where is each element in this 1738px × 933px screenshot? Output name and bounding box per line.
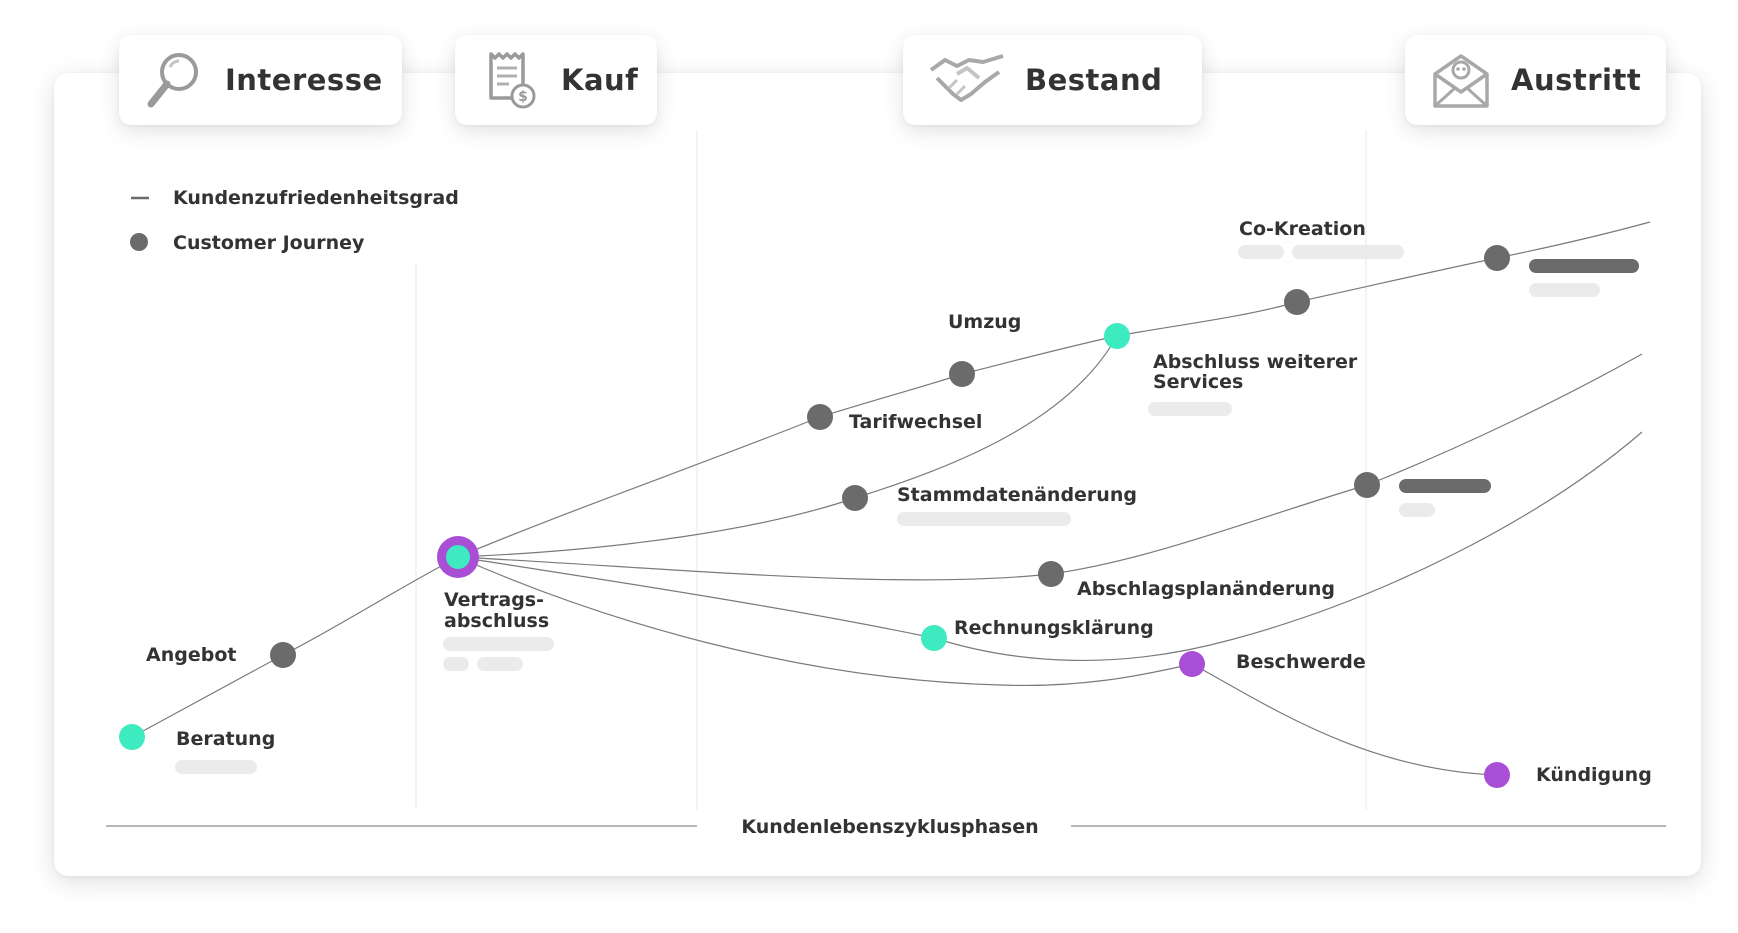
placeholder-bar-dark xyxy=(1529,259,1639,273)
node-abschluss-services xyxy=(1104,323,1130,349)
label-rechnungsklaerung: Rechnungsklärung xyxy=(954,617,1154,639)
legend-journey-label: Customer Journey xyxy=(173,232,365,254)
placeholder-bar xyxy=(1292,245,1404,259)
placeholder-bar xyxy=(1238,245,1284,259)
handshake-icon xyxy=(929,54,1004,102)
node-tarifwechsel xyxy=(807,404,833,430)
label-kuendigung: Kündigung xyxy=(1536,764,1652,786)
phase-label: Interesse xyxy=(225,63,383,97)
curve-vertrag-rechnung xyxy=(457,431,1643,662)
node-co-kreation xyxy=(1284,289,1310,315)
curve-beratung-angebot xyxy=(131,654,284,738)
node-beschwerde xyxy=(1179,651,1205,677)
phase-tab-interesse: Interesse xyxy=(119,35,402,125)
diagram-card xyxy=(54,73,1701,876)
curve-services-cokreation xyxy=(1116,221,1651,337)
phase-tab-kauf: $ Kauf xyxy=(455,35,657,125)
legend-satisfaction-label: Kundenzufriedenheitsgrad xyxy=(173,187,459,209)
node-top-right xyxy=(1484,245,1510,271)
node-angebot xyxy=(270,642,296,668)
placeholder-bar xyxy=(1148,402,1232,416)
curve-angebot-vertrag xyxy=(282,556,459,656)
phase-label: Kauf xyxy=(561,63,639,97)
placeholder-bar-dark xyxy=(1399,479,1491,493)
curve-umzug-services xyxy=(961,335,1118,375)
placeholder-bar xyxy=(1529,283,1600,297)
node-kuendigung xyxy=(1484,762,1510,788)
label-stammdatenaenderung: Stammdatenänderung xyxy=(897,484,1137,506)
node-umzug xyxy=(949,361,975,387)
node-beratung xyxy=(119,724,145,750)
placeholder-bar xyxy=(477,657,523,671)
label-abschluss-services-line2: Services xyxy=(1153,371,1243,393)
receipt-icon: $ xyxy=(489,52,536,109)
node-stammdatenaenderung xyxy=(842,485,868,511)
label-umzug: Umzug xyxy=(948,311,1021,333)
envelope-skull-icon xyxy=(1433,54,1489,108)
label-angebot: Angebot xyxy=(146,644,236,666)
node-mid-right xyxy=(1354,472,1380,498)
phase-tab-bestand: Bestand xyxy=(903,35,1202,125)
phase-tab-austritt: Austritt xyxy=(1405,35,1666,125)
label-tarifwechsel: Tarifwechsel xyxy=(849,411,982,433)
label-beratung: Beratung xyxy=(176,728,275,750)
curve-vertrag-abschlag xyxy=(457,353,1643,581)
label-vertragsabschluss-line1: Vertrags- xyxy=(444,589,544,611)
node-labels: Beratung Angebot Vertrags- abschluss Tar… xyxy=(146,218,1652,786)
phase-label: Austritt xyxy=(1511,63,1642,97)
placeholder-bar xyxy=(175,760,257,774)
phase-axis: Kundenlebenszyklusphasen xyxy=(106,816,1666,838)
axis-label: Kundenlebenszyklusphasen xyxy=(741,816,1038,838)
placeholder-bar xyxy=(443,657,469,671)
curve-vertrag-tarifwechsel-umzug xyxy=(457,373,963,558)
phase-label: Bestand xyxy=(1025,63,1163,97)
node-abschlagsplanaenderung xyxy=(1038,561,1064,587)
label-abschluss-services-line1: Abschluss weiterer xyxy=(1153,351,1358,373)
phase-dividers xyxy=(415,130,1367,810)
legend-dot-marker xyxy=(130,233,148,251)
placeholder-bar xyxy=(897,512,1071,526)
label-beschwerde: Beschwerde xyxy=(1236,651,1366,673)
node-rechnungsklaerung xyxy=(921,625,947,651)
svg-text:$: $ xyxy=(518,89,528,105)
label-abschlagsplanaenderung: Abschlagsplanänderung xyxy=(1077,578,1335,600)
journey-curves xyxy=(131,221,1651,776)
magnifier-icon xyxy=(147,53,198,108)
curve-vertrag-beschwerde xyxy=(457,556,1193,687)
journey-nodes xyxy=(119,245,1510,788)
placeholder-bar xyxy=(443,637,554,651)
label-vertragsabschluss-line2: abschluss xyxy=(444,610,549,632)
curve-beschwerde-kuendigung xyxy=(1191,663,1498,776)
legend: Kundenzufriedenheitsgrad Customer Journe… xyxy=(130,187,459,254)
node-vertragsabschluss xyxy=(446,545,470,569)
placeholder-bars xyxy=(175,245,1639,774)
label-co-kreation: Co-Kreation xyxy=(1239,218,1366,240)
placeholder-bar xyxy=(1399,503,1435,517)
